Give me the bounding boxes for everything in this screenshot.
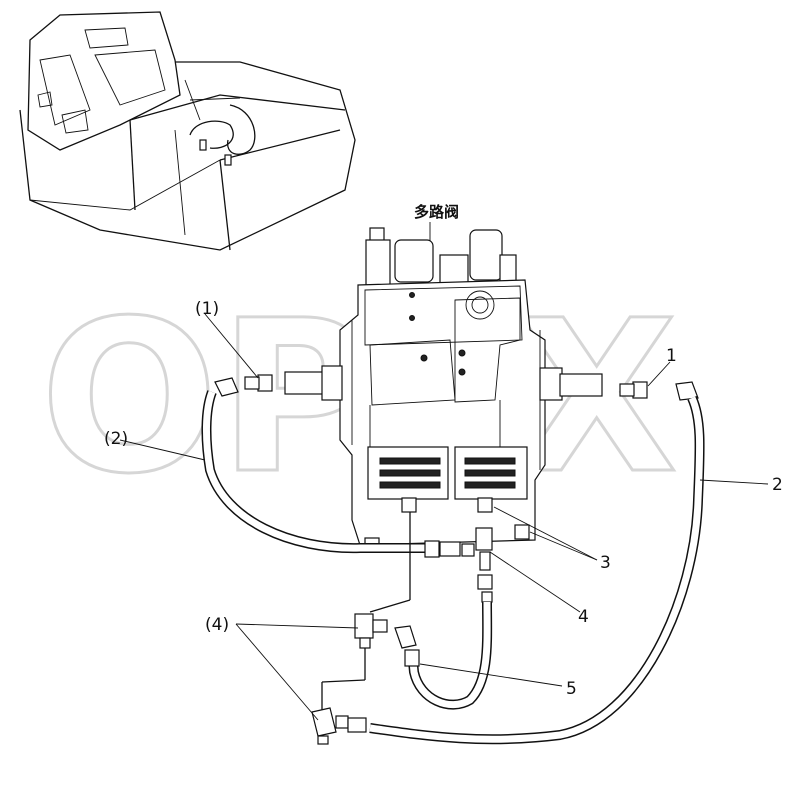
left-adapter-fitting — [257, 374, 273, 392]
tee-fittings — [311, 613, 388, 745]
label-4-paren: (4) — [205, 615, 229, 635]
label-4: 4 — [578, 607, 589, 627]
multi-way-valve — [284, 227, 603, 553]
tee-fitting-upper — [354, 613, 374, 639]
label-3: 3 — [600, 553, 611, 573]
tee-fitting-lower — [311, 707, 337, 737]
valve-title: 多路阀 — [414, 203, 459, 221]
label-1-paren: (1) — [195, 299, 219, 319]
leader-lines — [119, 313, 769, 721]
callout-labels: (1) (2) (4) 1 2 3 4 5 — [104, 299, 783, 699]
right-adapter-fitting — [632, 381, 648, 399]
right-hose-assembly — [369, 381, 705, 745]
excavator-overview-illustration — [19, 11, 356, 251]
label-5: 5 — [566, 679, 577, 699]
label-1: 1 — [666, 346, 677, 366]
label-2: 2 — [772, 475, 783, 495]
left-hose-assembly — [201, 374, 475, 558]
label-2-paren: (2) — [104, 429, 128, 449]
center-hose-assembly — [369, 512, 493, 710]
